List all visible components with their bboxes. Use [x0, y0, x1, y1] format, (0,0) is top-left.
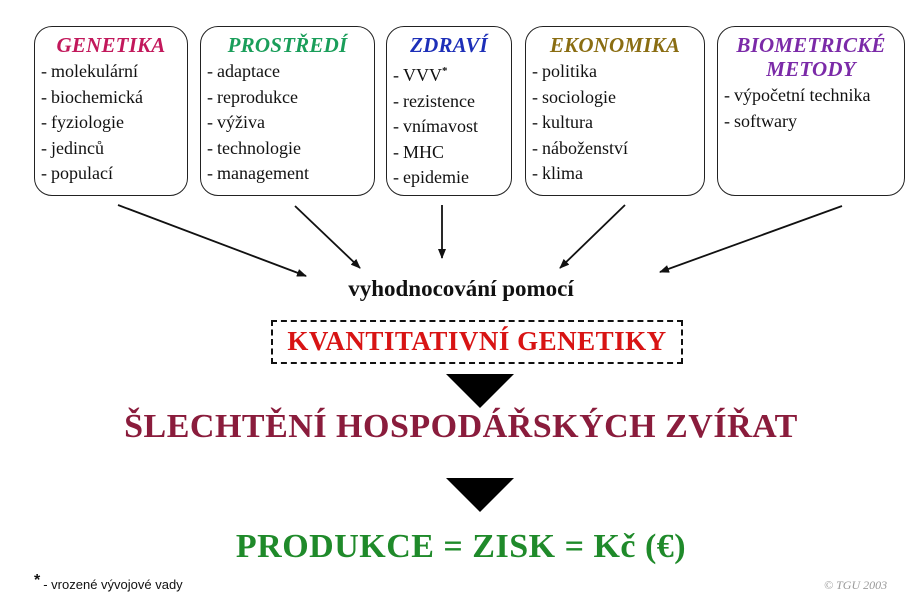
- box-title-zdravi: ZDRAVÍ: [410, 33, 488, 57]
- list-item: -sociologie: [532, 86, 616, 107]
- footnote-mark: *: [442, 65, 448, 77]
- list-item: -náboženství: [532, 137, 628, 158]
- box-biometricke-metody: BIOMETRICKÉ METODY -výpočetní technika -…: [717, 26, 905, 196]
- list-zdravi: -VVV* -rezistence -vnímavost -MHC -epide…: [393, 59, 505, 191]
- list-item: -kultura: [532, 112, 593, 132]
- list-item: -výživa: [207, 112, 265, 132]
- down-triangle-icon: [446, 374, 514, 408]
- list-item: -molekulární: [41, 61, 138, 81]
- list-item: -politika: [532, 61, 597, 81]
- breeding-title: ŠLECHTĚNÍ HOSPODÁŘSKÝCH ZVÍŘAT: [124, 408, 798, 445]
- box-title-genetika: GENETIKA: [56, 33, 166, 57]
- copyright: © TGU 2003: [824, 578, 888, 592]
- list-genetika: -molekulární -biochemická -fyziologie -j…: [41, 59, 181, 187]
- list-item: -adaptace: [207, 61, 280, 81]
- box-ekonomika: EKONOMIKA -politika -sociologie -kultura…: [525, 26, 705, 196]
- box-title-metody: METODY: [766, 57, 856, 81]
- arrow-genetika: [117, 204, 307, 277]
- box-title-ekonomika: EKONOMIKA: [549, 33, 681, 57]
- box-genetika: GENETIKA -molekulární -biochemická -fyzi…: [34, 26, 188, 196]
- footnote: *- vrozené vývojové vady: [34, 572, 183, 594]
- footnote-star: *: [34, 572, 41, 589]
- list-item: -biochemická: [41, 86, 143, 107]
- list-biometricke-metody: -výpočetní technika -softwary: [724, 83, 898, 134]
- list-item: -reprodukce: [207, 86, 298, 107]
- list-item: -management: [207, 163, 309, 183]
- list-item: -VVV*: [393, 65, 448, 85]
- list-item: -populací: [41, 163, 113, 183]
- list-item: -výpočetní technika: [724, 85, 871, 105]
- box-title-prostredi: PROSTŘEDÍ: [227, 33, 348, 57]
- evaluation-label: vyhodnocování pomocí: [348, 276, 574, 301]
- arrow-ekonomika: [559, 204, 626, 269]
- box-zdravi: ZDRAVÍ -VVV* -rezistence -vnímavost -MHC…: [386, 26, 512, 196]
- list-item: -jedinců: [41, 137, 104, 158]
- box-prostredi: PROSTŘEDÍ -adaptace -reprodukce -výživa …: [200, 26, 375, 196]
- arrow-prostredi: [294, 205, 361, 269]
- footnote-text: - vrozené vývojové vady: [43, 577, 183, 592]
- list-item: -rezistence: [393, 90, 475, 111]
- production-title: PRODUKCE = ZISK = Kč (€): [235, 528, 687, 565]
- list-item: -MHC: [393, 141, 445, 162]
- box-title-biometricke: BIOMETRICKÉ: [736, 33, 886, 57]
- list-ekonomika: -politika -sociologie -kultura -nábožens…: [532, 59, 698, 187]
- arrow-biometricke: [659, 205, 843, 273]
- list-prostredi: -adaptace -reprodukce -výživa -technolog…: [207, 59, 368, 187]
- method-box: KVANTITATIVNÍ GENETIKY: [271, 320, 683, 364]
- list-item: -technologie: [207, 137, 301, 158]
- list-item: -softwary: [724, 110, 797, 131]
- down-triangle-icon: [446, 478, 514, 512]
- list-item: -klima: [532, 163, 583, 183]
- list-item: -epidemie: [393, 167, 469, 187]
- list-item: -fyziologie: [41, 112, 124, 132]
- list-item: -vnímavost: [393, 116, 478, 136]
